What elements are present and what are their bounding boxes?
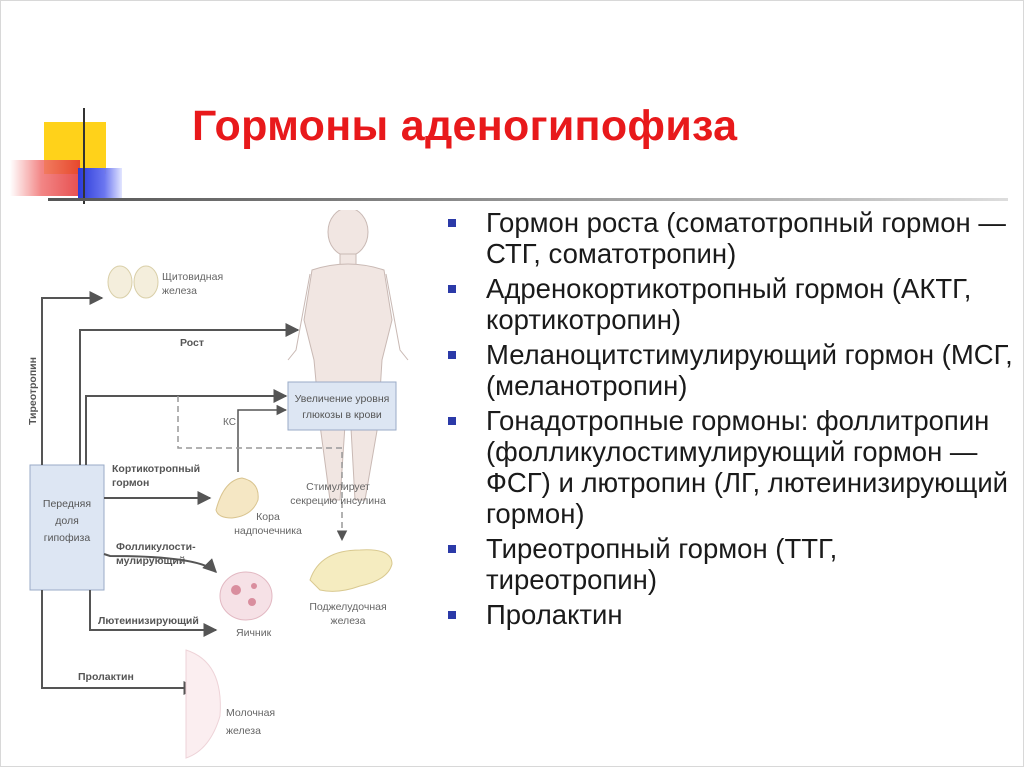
pancreas-label-2: железа [331, 615, 366, 627]
glucose-label-2: глюкозы в крови [302, 409, 382, 421]
list-item: Гормон роста (соматотропный гормон — СТГ… [448, 207, 1013, 269]
adrenal-label-2: надпочечника [234, 525, 302, 537]
bullet-square-icon [448, 219, 456, 227]
decor-blue-gradient [78, 168, 122, 198]
pituitary-label-2: доля [55, 515, 79, 527]
list-item: Адренокортикотропный гормон (АКТГ, корти… [448, 273, 1013, 335]
insulin-dashed-arrow [177, 396, 348, 542]
list-item: Гонадотропные гормоны: фоллитропин (фолл… [448, 405, 1013, 529]
glucose-label-1: Увеличение уровня [295, 393, 390, 405]
tsh-arrow [41, 291, 104, 465]
thyroid-label-2: железа [162, 285, 197, 297]
ovary-icon [219, 571, 273, 621]
adrenal-label-1: Кора [256, 511, 280, 523]
adrenal-icon [215, 477, 259, 519]
prolactin-arrow [41, 590, 198, 695]
growth-arrow [79, 323, 300, 465]
pancreas-icon [309, 549, 393, 592]
slide-title: Гормоны аденогипофиза [192, 102, 738, 150]
human-figure-icon [287, 210, 409, 501]
list-item: Меланоцитстимулирующий гормон (МСГ, (мел… [448, 339, 1013, 401]
ks-label: КС [223, 417, 236, 428]
thyroid-icon [107, 265, 159, 299]
decor-vertical-line [83, 108, 85, 204]
acth-label-1: Кортикотропный [112, 463, 200, 475]
bullet-square-icon [448, 351, 456, 359]
thyroid-label-1: Щитовидная [162, 271, 223, 283]
insulin-label-2: секрецию инсулина [290, 495, 386, 507]
bullet-square-icon [448, 285, 456, 293]
tsh-label: Тиреотропин [27, 357, 39, 425]
mammary-label-1: Молочная [226, 707, 275, 719]
lh-label: Лютеинизирующий [98, 615, 199, 627]
ovary-label: Яичник [236, 627, 272, 639]
pancreas-label-1: Поджелудочная [309, 601, 386, 613]
bullet-square-icon [448, 611, 456, 619]
pituitary-label-3: гипофиза [44, 532, 91, 544]
glucose-box [287, 381, 397, 431]
fsh-label-1: Фолликулости- [116, 541, 196, 553]
hormone-list: Гормон роста (соматотропный гормон — СТГ… [448, 207, 1013, 634]
acth-label-2: гормон [112, 477, 149, 489]
list-item: Пролактин [448, 599, 1013, 630]
lh-arrow [89, 590, 218, 637]
fsh-arrow [103, 553, 217, 573]
decor-horizontal-rule [48, 198, 1008, 201]
bullet-square-icon [448, 417, 456, 425]
list-item: Тиреотропный гормон (ТТГ, тиреотропин) [448, 533, 1013, 595]
prolactin-label: Пролактин [78, 671, 134, 683]
hormone-diagram: Передняя доля гипофиза Щитовидная железа… [27, 210, 409, 759]
pituitary-box [29, 464, 105, 591]
pituitary-label-1: Передняя [43, 498, 91, 510]
glucose-arrow [85, 389, 288, 465]
ks-arrow [237, 404, 288, 472]
insulin-label-1: Стимулирует [306, 481, 370, 493]
decor-red-gradient [10, 160, 80, 196]
growth-label: Рост [180, 337, 204, 349]
mammary-label-2: железа [226, 725, 261, 737]
mammary-gland-icon [185, 649, 221, 759]
bullet-square-icon [448, 545, 456, 553]
